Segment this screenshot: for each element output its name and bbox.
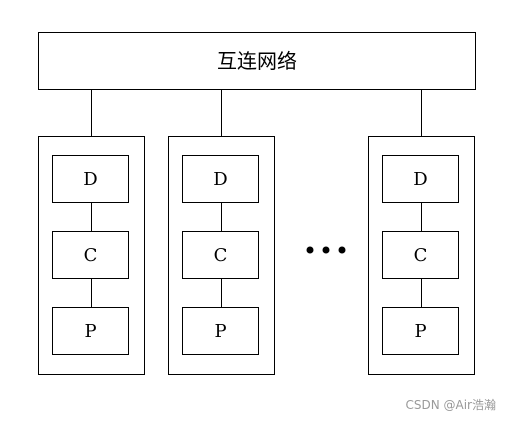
- processor-label: P: [414, 321, 426, 342]
- processing-node-1: D C P: [38, 136, 145, 375]
- processor-box: [182, 307, 259, 355]
- cache-box: [182, 231, 259, 279]
- directory-box: [382, 155, 459, 203]
- cache-box: [52, 231, 129, 279]
- cache-label: C: [214, 245, 228, 266]
- watermark-text: CSDN @Air浩瀚: [405, 397, 496, 412]
- processing-node-3: D C P: [368, 136, 475, 375]
- interconnect-network: 互连网络: [38, 32, 476, 90]
- processor-label: P: [84, 321, 96, 342]
- network-box: [38, 32, 476, 90]
- cache-box: [382, 231, 459, 279]
- cache-label: C: [414, 245, 428, 266]
- processor-label: P: [214, 321, 226, 342]
- ellipsis: [306, 246, 346, 254]
- ellipsis-dot: [306, 246, 314, 254]
- directory-label: D: [213, 169, 227, 190]
- directory-box: [52, 155, 129, 203]
- network-label: 互连网络: [217, 49, 297, 73]
- ellipsis-dot: [338, 246, 346, 254]
- ellipsis-dot: [322, 246, 330, 254]
- processing-node-2: D C P: [168, 136, 275, 375]
- directory-box: [182, 155, 259, 203]
- processor-box: [52, 307, 129, 355]
- processor-box: [382, 307, 459, 355]
- directory-label: D: [83, 169, 97, 190]
- cache-label: C: [84, 245, 98, 266]
- directory-label: D: [413, 169, 427, 190]
